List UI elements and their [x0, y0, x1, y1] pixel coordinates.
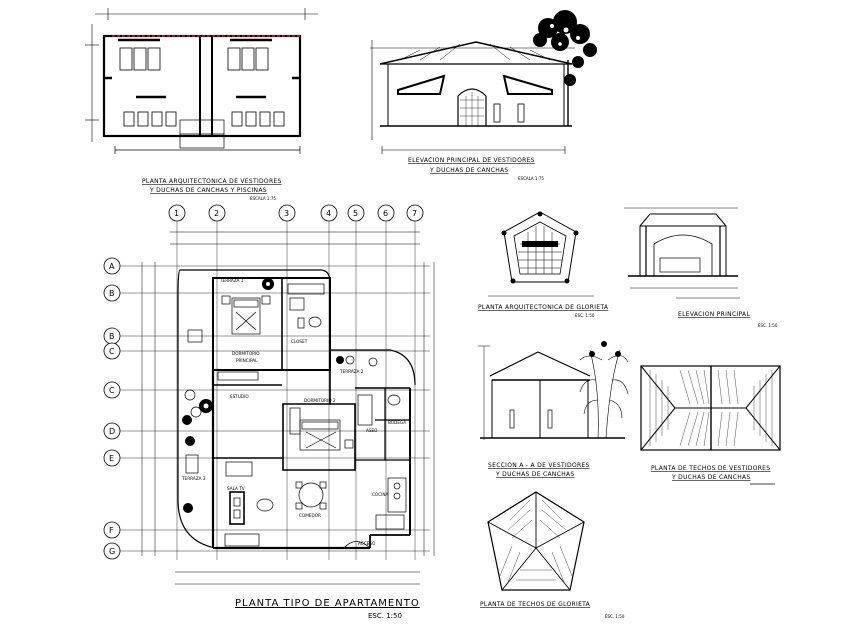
section-title-2: Y DUCHAS DE CANCHAS [495, 471, 575, 478]
top-plan-title-2: Y DUCHAS DE CANCHAS Y PISCINAS [149, 187, 267, 194]
elevation-title-1: ELEVACION PRINCIPAL DE VESTIDORES [408, 157, 535, 164]
changing-rooms-elevation: ELEVACION PRINCIPAL DE VESTIDORES Y DUCH… [370, 10, 597, 181]
elevation-title-2: Y DUCHAS DE CANCHAS [429, 167, 509, 174]
axis-2: 2 [214, 209, 219, 218]
room-terraza-3: TERRAZA 3 [181, 476, 206, 481]
room-comedor: COMEDOR [299, 513, 321, 518]
glorieta-plan-title: PLANTA ARQUITECTONICA DE GLORIETA [478, 304, 609, 311]
axis-C2: C [109, 386, 115, 395]
axis-4: 4 [326, 209, 331, 218]
room-acceso: ACCESO [358, 541, 376, 546]
axis-6: 6 [383, 209, 388, 218]
top-plan-scale: ESCALA 1:75 [250, 196, 276, 201]
room-dormitorio-principal-2: PRINCIPAL [236, 358, 258, 363]
axis-F: F [109, 526, 114, 535]
apartment-plan: 1 2 3 4 5 6 7 [103, 204, 435, 620]
row-axes: A B B C C D E F G [103, 257, 435, 560]
elevation-scale: ESCALA 1:75 [518, 176, 544, 181]
room-dormitorio-2: DORMITORIO 2 [304, 398, 336, 403]
apartment-plan-scale: ESC. 1:50 [368, 612, 402, 620]
glorieta-plan-scale: ESC. 1:50 [575, 313, 595, 318]
axis-A: A [109, 262, 115, 271]
glorieta-roof-title: PLANTA DE TECHOS DE GLORIETA [480, 601, 591, 608]
room-labels: TERRAZA 1 DORMITORIO PRINCIPAL CLOSET TE… [181, 278, 406, 546]
apartment-plan-title: PLANTA TIPO DE APARTAMENTO [235, 598, 420, 609]
glorieta-plan: PLANTA ARQUITECTONICA DE GLORIETA ESC. 1… [478, 211, 609, 318]
glorieta-elevation: ELEVACION PRINCIPAL ESC. 1:50 [624, 207, 778, 328]
room-dormitorio-principal-1: DORMITORIO [232, 351, 260, 356]
glorieta-elevation-scale: ESC. 1:50 [758, 323, 778, 328]
section-title-1: SECCION A - A DE VESTIDORES [488, 462, 590, 469]
room-aseo: ASEO [366, 428, 378, 433]
axis-G: G [109, 547, 115, 556]
glorieta-roof-plan: PLANTA DE TECHOS DE GLORIETA ESC. 1:50 [480, 491, 625, 619]
top-plan-title-1: PLANTA ARQUITECTONICA DE VESTIDORES [142, 178, 282, 185]
section-a-a: SECCION A - A DE VESTIDORES Y DUCHAS DE … [478, 341, 629, 478]
axis-D: D [109, 427, 115, 436]
room-sala-tv: SALA TV [227, 486, 245, 491]
room-cocina: COCINA [372, 492, 389, 497]
axis-7: 7 [412, 209, 417, 218]
axis-B2: B [109, 332, 115, 341]
room-closet: CLOSET [291, 339, 308, 344]
apartment-walls [177, 269, 416, 550]
room-estudio: ESTUDIO [230, 394, 249, 399]
changing-rooms-plan: PLANTA ARQUITECTONICA DE VESTIDORES Y DU… [85, 8, 318, 201]
glorieta-elevation-title: ELEVACION PRINCIPAL [678, 311, 750, 318]
roof-plan-title-2: Y DUCHAS DE CANCHAS [671, 474, 751, 481]
room-terraza-2: TERRAZA 2 [339, 369, 364, 374]
roof-plan-title-1: PLANTA DE TECHOS DE VESTIDORES [651, 465, 770, 472]
axis-C1: C [109, 347, 115, 356]
glorieta-roof-scale: ESC. 1:50 [605, 614, 625, 619]
apartment-furniture [184, 283, 407, 547]
axis-B1: B [109, 289, 115, 298]
axis-5: 5 [353, 209, 358, 218]
room-terraza-1: TERRAZA 1 [219, 278, 244, 283]
axis-3: 3 [284, 209, 289, 218]
axis-E: E [109, 454, 114, 463]
room-bodega: BODEGA [388, 420, 406, 425]
axis-1: 1 [174, 209, 179, 218]
roof-plan-changing-rooms: PLANTA DE TECHOS DE VESTIDORES Y DUCHAS … [640, 365, 781, 485]
